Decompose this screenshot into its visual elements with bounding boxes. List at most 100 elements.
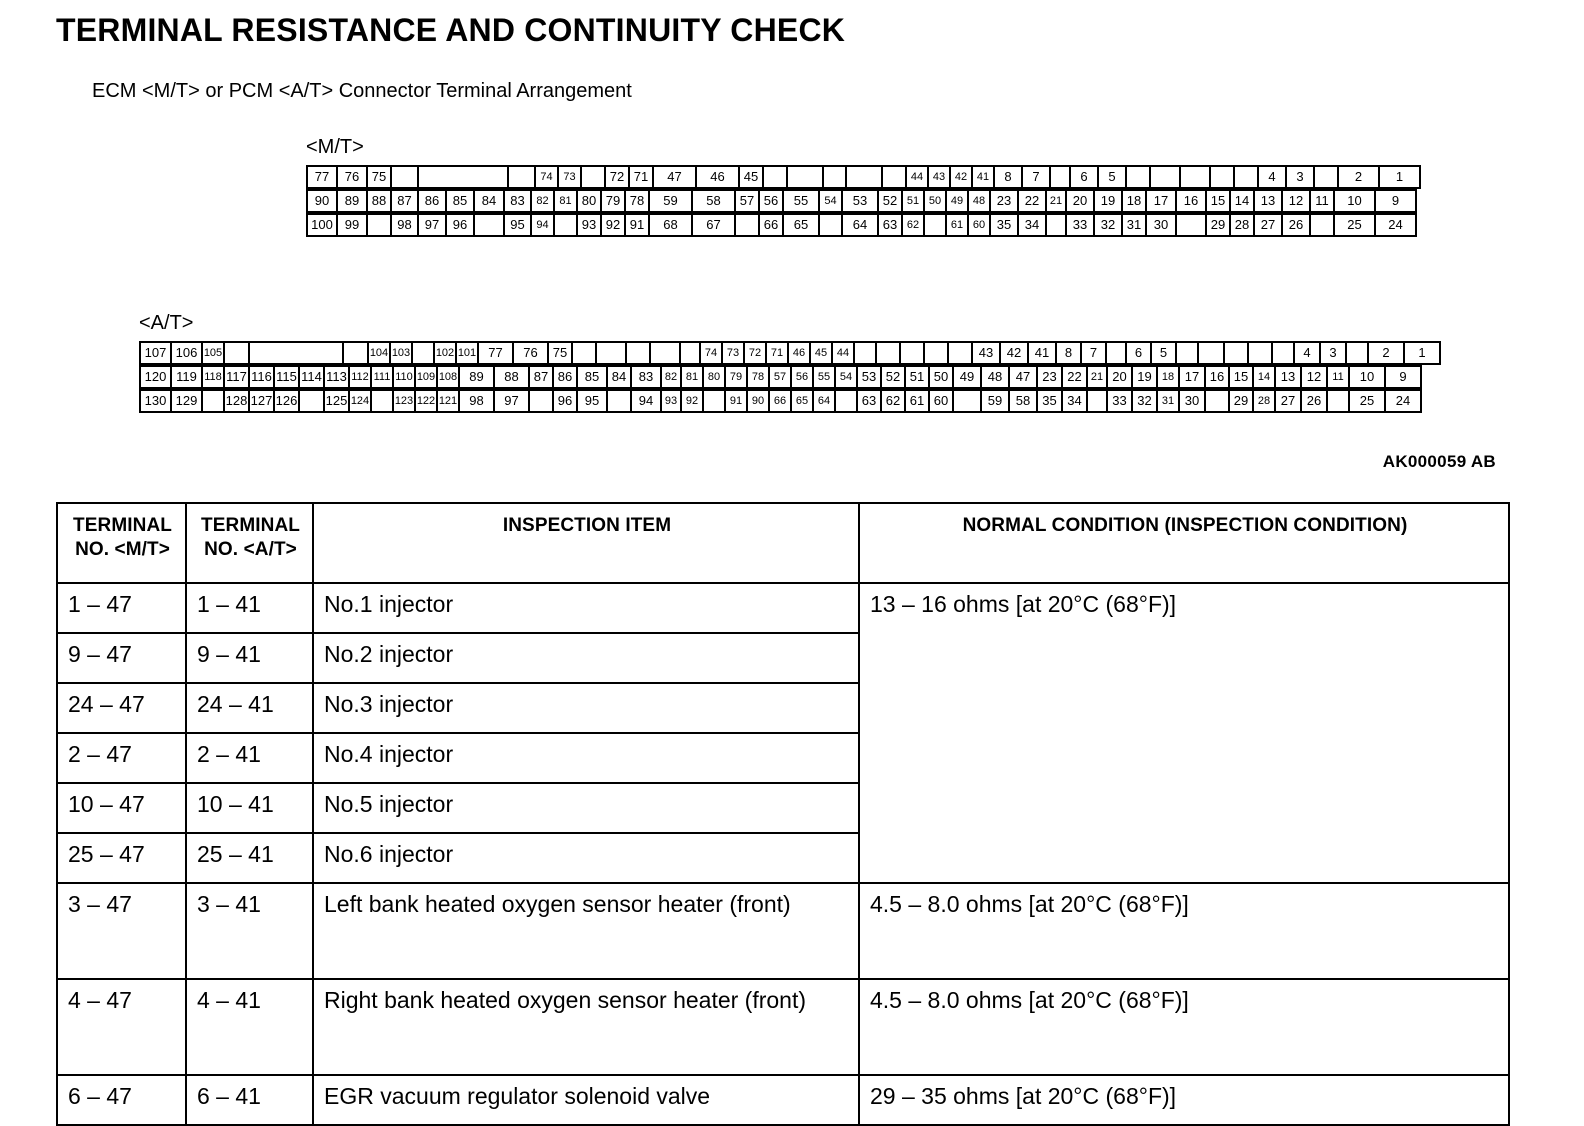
pin-blank	[923, 341, 949, 365]
pin-91: 91	[724, 389, 748, 413]
pin-16: 16	[1204, 365, 1230, 389]
pin-66: 66	[758, 213, 784, 237]
pin-52: 52	[880, 365, 906, 389]
pin-15: 15	[1228, 365, 1254, 389]
page-subtitle: ECM <M/T> or PCM <A/T> Connector Termina…	[92, 80, 632, 102]
header-normal-condition: NORMAL CONDITION (INSPECTION CONDITION)	[858, 502, 1510, 584]
pin-blank	[342, 341, 369, 365]
pin-27: 27	[1274, 389, 1302, 413]
cell-terminal-mt: 10 – 47	[56, 782, 187, 834]
pin-29: 29	[1228, 389, 1254, 413]
pin-blank	[1271, 341, 1295, 365]
pin-1: 1	[1403, 341, 1441, 365]
pin-33: 33	[1065, 213, 1095, 237]
pin-blank	[923, 213, 947, 237]
cell-terminal-at: 10 – 41	[185, 782, 314, 834]
header-terminal-at: TERMINAL NO. <A/T>	[185, 502, 314, 584]
pin-44: 44	[905, 165, 929, 189]
pin-78: 78	[746, 365, 770, 389]
pin-72: 72	[743, 341, 767, 365]
pin-blank	[298, 389, 325, 413]
pin-90: 90	[746, 389, 770, 413]
cell-terminal-mt: 4 – 47	[56, 978, 187, 1076]
pin-112: 112	[348, 365, 372, 389]
pin-84: 84	[606, 365, 632, 389]
pin-blank	[1105, 341, 1127, 365]
pin-7: 7	[1021, 165, 1051, 189]
pin-86: 86	[552, 365, 578, 389]
pin-43: 43	[971, 341, 1001, 365]
pin-59: 59	[648, 189, 693, 213]
cell-terminal-at: 24 – 41	[185, 682, 314, 734]
pin-21: 21	[1045, 189, 1067, 213]
pin-blank	[899, 341, 925, 365]
pin-63: 63	[856, 389, 882, 413]
pin-88: 88	[493, 365, 530, 389]
pin-81: 81	[680, 365, 704, 389]
pin-98: 98	[458, 389, 495, 413]
pin-blank	[649, 341, 681, 365]
pin-blank	[571, 341, 597, 365]
pin-68: 68	[648, 213, 693, 237]
pin-58: 58	[691, 189, 736, 213]
pin-30: 30	[1178, 389, 1206, 413]
pin-24: 24	[1384, 389, 1422, 413]
cell-inspection-item: Left bank heated oxygen sensor heater (f…	[312, 882, 860, 980]
pin-105: 105	[201, 341, 225, 365]
pin-46: 46	[787, 341, 811, 365]
pin-blank	[1309, 213, 1335, 237]
pin-18: 18	[1156, 365, 1180, 389]
pin-80: 80	[576, 189, 602, 213]
cell-terminal-mt: 3 – 47	[56, 882, 187, 980]
pin-104: 104	[367, 341, 391, 365]
pin-87: 87	[528, 365, 554, 389]
pin-55: 55	[812, 365, 836, 389]
pin-56: 56	[758, 189, 784, 213]
pin-blank	[1175, 213, 1207, 237]
pin-blank	[1223, 341, 1249, 365]
pin-6: 6	[1125, 341, 1152, 365]
pin-blank	[786, 165, 824, 189]
pin-18: 18	[1121, 189, 1147, 213]
pin-72: 72	[604, 165, 630, 189]
cell-inspection-item: No.6 injector	[312, 832, 860, 884]
cell-inspection-item: No.5 injector	[312, 782, 860, 834]
pin-blank	[762, 165, 788, 189]
pin-34: 34	[1061, 389, 1088, 413]
pin-94: 94	[630, 389, 662, 413]
pin-29: 29	[1205, 213, 1231, 237]
pin-blank	[606, 389, 632, 413]
pin-73: 73	[721, 341, 745, 365]
pin-101: 101	[455, 341, 479, 365]
cell-inspection-item: Right bank heated oxygen sensor heater (…	[312, 978, 860, 1076]
pin-116: 116	[248, 365, 275, 389]
pin-115: 115	[273, 365, 300, 389]
pin-41: 41	[1027, 341, 1057, 365]
at-connector-label: <A/T>	[139, 312, 194, 334]
pin-48: 48	[980, 365, 1010, 389]
pin-96: 96	[552, 389, 578, 413]
cell-inspection-item: No.2 injector	[312, 632, 860, 684]
pin-22: 22	[1017, 189, 1047, 213]
pin-blank	[417, 165, 509, 189]
pin-52: 52	[877, 189, 903, 213]
cell-terminal-at: 25 – 41	[185, 832, 314, 884]
pin-81: 81	[553, 189, 578, 213]
pin-blank	[1326, 389, 1350, 413]
pin-blank	[507, 165, 536, 189]
header-terminal-mt-line2: NO. <M/T>	[75, 539, 170, 561]
pin-14: 14	[1229, 189, 1255, 213]
header-terminal-at-line1: TERMINAL	[201, 515, 300, 536]
pin-26: 26	[1300, 389, 1328, 413]
pin-54: 54	[818, 189, 843, 213]
pin-9: 9	[1374, 189, 1417, 213]
pin-17: 17	[1178, 365, 1206, 389]
pin-79: 79	[724, 365, 748, 389]
